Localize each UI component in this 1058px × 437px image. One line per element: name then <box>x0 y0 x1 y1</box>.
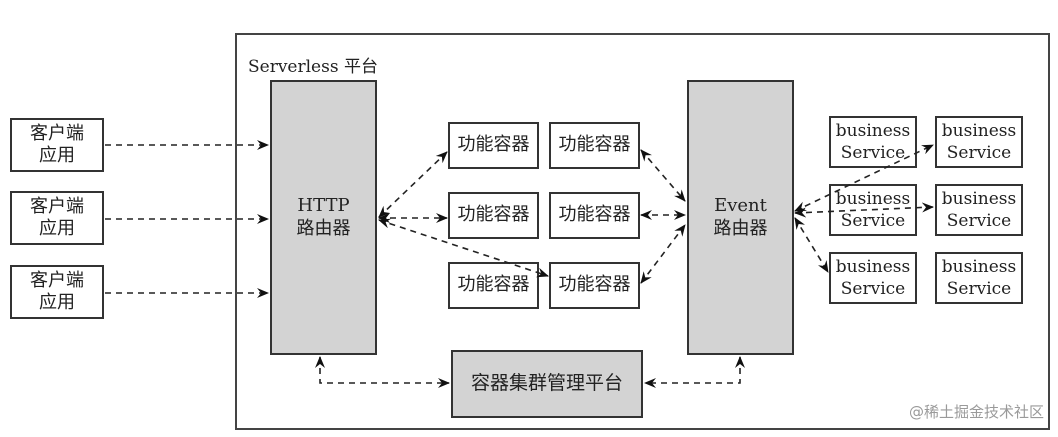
container-cluster-manager: 容器集群管理平台 <box>451 350 643 418</box>
http-router-label: 路由器 <box>296 217 351 239</box>
http-router: HTTP 路由器 <box>270 80 377 355</box>
platform-label: Serverless 平台 <box>248 57 378 77</box>
business-service-r1c1: business Service <box>829 116 917 168</box>
business-service-r1c2: business Service <box>935 116 1023 168</box>
http-router-label: HTTP <box>297 195 350 216</box>
business-service-label: business <box>941 188 1017 209</box>
client-app-1: 客户端 应用 <box>10 118 104 172</box>
event-router-label: Event <box>714 195 767 216</box>
event-router: Event 路由器 <box>687 80 794 355</box>
client-app-label: 客户端 <box>30 269 84 291</box>
business-service-label: Service <box>946 279 1012 299</box>
business-service-r2c1: business Service <box>829 184 917 236</box>
client-app-label: 客户端 <box>30 122 84 144</box>
function-container-r3c2: 功能容器 <box>549 262 640 309</box>
client-app-label: 应用 <box>39 292 75 313</box>
function-container-label: 功能容器 <box>457 134 530 156</box>
function-container-r2c1: 功能容器 <box>448 192 539 239</box>
function-container-label: 功能容器 <box>558 134 631 156</box>
function-container-label: 功能容器 <box>457 204 530 226</box>
event-router-label: 路由器 <box>713 217 768 239</box>
business-service-label: Service <box>840 211 906 231</box>
business-service-r3c2: business Service <box>935 252 1023 304</box>
function-container-r1c2: 功能容器 <box>549 122 640 169</box>
business-service-label: Service <box>946 143 1012 163</box>
client-app-label: 应用 <box>39 145 75 166</box>
business-service-label: business <box>835 188 911 209</box>
business-service-label: business <box>941 256 1017 277</box>
business-service-label: Service <box>840 279 906 299</box>
function-container-r3c1: 功能容器 <box>448 262 539 309</box>
business-service-label: Service <box>840 143 906 163</box>
client-app-label: 客户端 <box>30 195 84 217</box>
business-service-r2c2: business Service <box>935 184 1023 236</box>
client-app-label: 应用 <box>39 218 75 239</box>
client-app-2: 客户端 应用 <box>10 191 104 245</box>
business-service-r3c1: business Service <box>829 252 917 304</box>
function-container-r1c1: 功能容器 <box>448 122 539 169</box>
function-container-r2c2: 功能容器 <box>549 192 640 239</box>
function-container-label: 功能容器 <box>558 274 631 296</box>
client-app-3: 客户端 应用 <box>10 265 104 319</box>
business-service-label: Service <box>946 211 1012 231</box>
business-service-label: business <box>835 120 911 141</box>
business-service-label: business <box>835 256 911 277</box>
function-container-label: 功能容器 <box>558 204 631 226</box>
watermark: @稀土掘金技术社区 <box>908 403 1044 421</box>
cluster-manager-label: 容器集群管理平台 <box>470 372 623 395</box>
business-service-label: business <box>941 120 1017 141</box>
function-container-label: 功能容器 <box>457 274 530 296</box>
